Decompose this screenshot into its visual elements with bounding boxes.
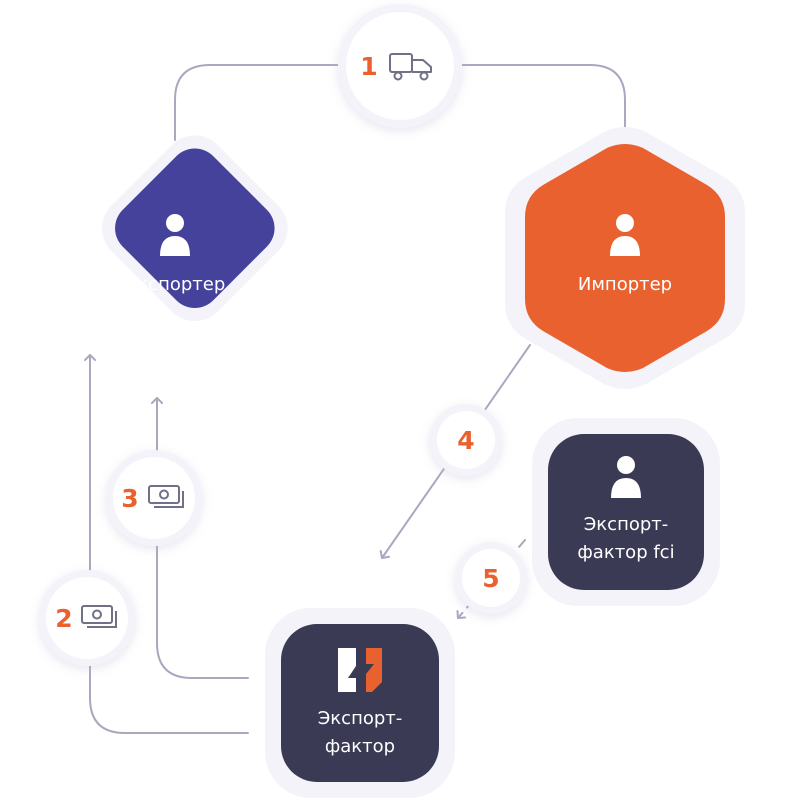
step-number-4: 4 (457, 426, 474, 455)
exporter-label: Экспортер (125, 274, 226, 295)
step-badge-3: 3 (106, 450, 202, 546)
truck-icon (389, 53, 432, 81)
connector-step-2 (84, 354, 249, 734)
user-icon (160, 214, 190, 256)
step-badge-2: 2 (39, 570, 135, 666)
step-number-5: 5 (482, 564, 499, 593)
user-icon (610, 214, 640, 256)
user-icon (611, 456, 641, 498)
step-badge-1: 1 (338, 4, 462, 128)
importer-shape (525, 144, 725, 372)
export-factor-label-line1: Экспорт- (318, 708, 403, 729)
node-importer: Импортер (505, 127, 745, 389)
node-fci: Экспорт- фактор fci (532, 418, 720, 606)
step-badge-4: 4 (430, 404, 502, 476)
step-number-3: 3 (121, 484, 138, 513)
fci-shape (548, 434, 704, 590)
exporter-shape (115, 148, 275, 308)
step-number-1: 1 (360, 52, 377, 81)
export-factor-label-line2: фактор (325, 736, 395, 757)
step-badge-5: 5 (455, 542, 527, 614)
export-factor-shape (281, 624, 439, 782)
connector-step-3 (151, 397, 249, 679)
importer-label: Импортер (578, 274, 672, 295)
node-exporter: Экспортер (101, 135, 288, 322)
money-icon (148, 485, 184, 508)
fci-label-line2: фактор fci (577, 542, 674, 563)
money-icon (81, 605, 117, 628)
step-number-2: 2 (55, 604, 72, 633)
brand-logo-icon (338, 648, 382, 692)
fci-label-line1: Экспорт- (584, 514, 669, 535)
node-export-factor: Экспорт- фактор (265, 608, 455, 798)
